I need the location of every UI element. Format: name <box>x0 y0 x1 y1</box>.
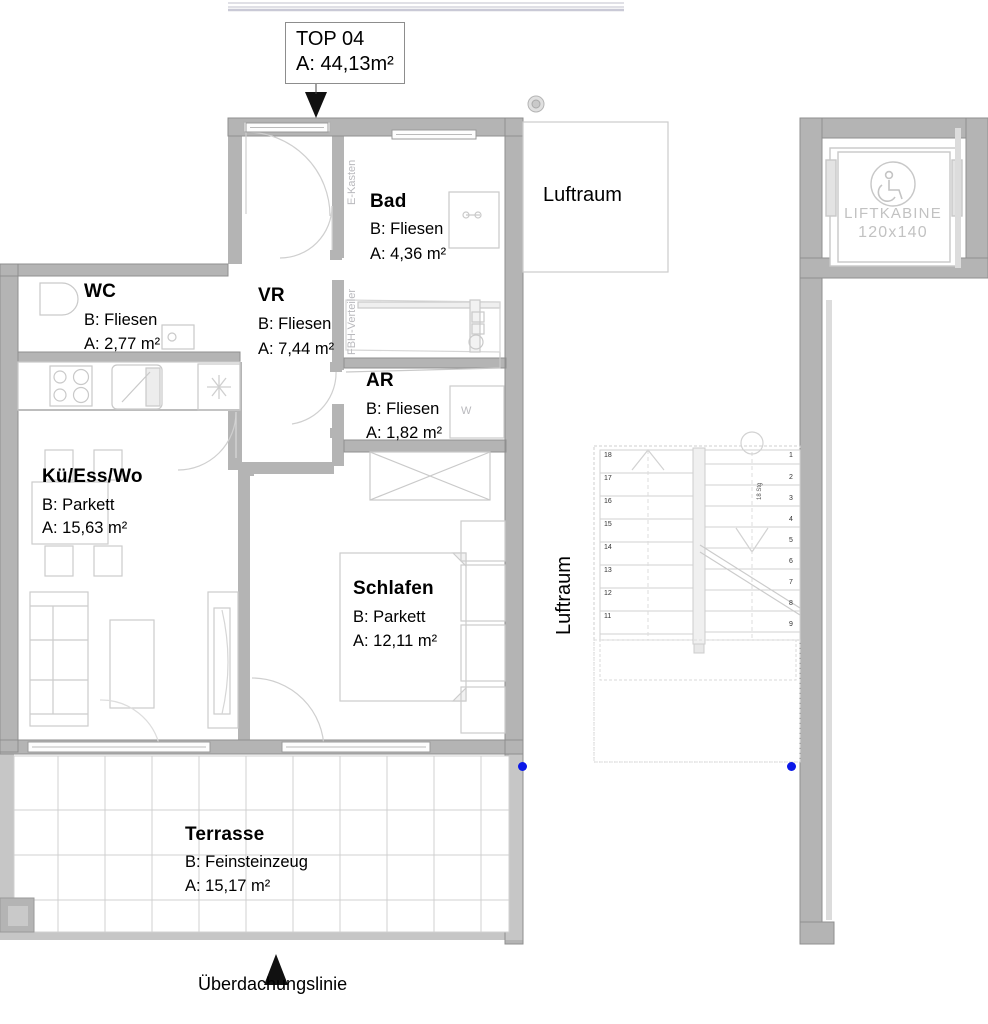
room-area-wc: A: 2,77 m² <box>84 335 161 353</box>
annotation-e-kasten: E-Kasten <box>346 159 358 205</box>
bottom-callout-arrow <box>264 954 288 985</box>
storage-cabinet <box>369 451 491 501</box>
bathroom-fixtures <box>345 191 501 373</box>
room-floor-schlafen: B: Parkett <box>353 608 426 626</box>
bottom-caption: Überdachungslinie <box>198 974 348 994</box>
terrace-corner-block <box>0 897 35 933</box>
lift-cabin <box>825 147 963 267</box>
apartment-tag-name: TOP 04 <box>296 28 365 50</box>
room-floor-wc: B: Fliesen <box>84 311 158 329</box>
stair-number: 16 <box>604 498 612 505</box>
room-label-vr: VR <box>258 285 285 306</box>
staircase <box>593 431 801 763</box>
stair-number: 5 <box>789 537 793 544</box>
windows <box>27 122 477 753</box>
stair-number: 14 <box>604 544 612 551</box>
room-label-schlafen: Schlafen <box>353 578 434 599</box>
room-area-kueche: A: 15,63 m² <box>42 519 128 537</box>
wheelchair-icon <box>877 170 903 202</box>
annotation-fbh-verteiler: FBH-Verteiler <box>346 288 358 355</box>
wc-fixtures <box>39 282 195 350</box>
stair-number: 12 <box>604 590 612 597</box>
luftraum-top-outline <box>522 121 669 273</box>
room-label-ar: AR <box>366 370 394 391</box>
room-area-vr: A: 7,44 m² <box>258 340 335 358</box>
room-label-wc: WC <box>84 281 117 302</box>
bedroom-furniture <box>339 520 506 734</box>
dining-set <box>31 449 123 577</box>
stair-number: 6 <box>789 558 793 565</box>
room-floor-ar: B: Fliesen <box>366 400 440 418</box>
luftraum-label-side: Luftraum <box>553 556 575 635</box>
stair-number: 13 <box>604 567 612 574</box>
kitchen-fixtures <box>17 361 241 411</box>
stair-number: 4 <box>789 516 793 523</box>
stair-number: 7 <box>789 579 793 586</box>
stair-number: 2 <box>789 474 793 481</box>
room-floor-kueche: B: Parkett <box>42 496 115 514</box>
stair-number: 8 <box>789 600 793 607</box>
lift-label: LIFTKABINE <box>844 205 942 222</box>
luftraum-label-top: Luftraum <box>543 184 622 206</box>
stair-number: 15 <box>604 521 612 528</box>
stair-number: 3 <box>789 495 793 502</box>
apartment-tag[interactable]: TOP 04 A: 44,13m² <box>285 22 405 84</box>
room-floor-terrasse: B: Feinsteinzeug <box>185 853 308 871</box>
marker-dot-right[interactable] <box>787 762 796 771</box>
door-jambs <box>228 250 342 476</box>
annotation-washer: W <box>461 405 472 417</box>
stair-number: 18 <box>604 452 612 459</box>
room-area-terrasse: A: 15,17 m² <box>185 877 271 895</box>
marker-dot-left[interactable] <box>518 762 527 771</box>
living-furniture <box>29 591 239 729</box>
room-floor-bad: B: Fliesen <box>370 220 444 238</box>
top-callout-arrow <box>305 92 327 118</box>
room-area-schlafen: A: 12,11 m² <box>353 632 438 650</box>
terrace-tiles <box>13 755 510 933</box>
apartment-tag-area: A: 44,13m² <box>296 53 394 75</box>
room-label-bad: Bad <box>370 191 407 212</box>
stair-center-note: 18 Stg <box>757 482 763 500</box>
stair-number: 9 <box>789 621 793 628</box>
stair-number: 11 <box>604 613 612 620</box>
room-label-terrasse: Terrasse <box>185 824 265 845</box>
node-marker-icon <box>527 95 545 113</box>
room-floor-vr: B: Fliesen <box>258 315 332 333</box>
lift-shaft-walls <box>799 117 988 945</box>
lift-size: 120x140 <box>858 224 928 241</box>
top-dimension-line <box>228 2 624 12</box>
room-area-ar: A: 1,82 m² <box>366 424 443 442</box>
stair-number: 17 <box>604 475 612 482</box>
stair-number: 1 <box>789 452 793 459</box>
ar-washer <box>449 385 505 439</box>
right-edge-strips <box>826 128 961 920</box>
room-area-bad: A: 4,36 m² <box>370 245 447 263</box>
room-label-kueche: Kü/Ess/Wo <box>42 466 143 487</box>
